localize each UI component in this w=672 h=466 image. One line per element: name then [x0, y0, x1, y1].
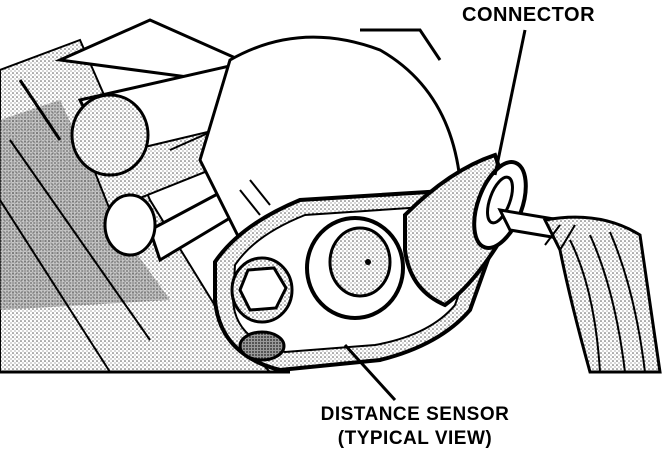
distance-sensor-label-line2: (TYPICAL VIEW): [337, 428, 493, 449]
sensor-connector: [403, 152, 573, 308]
distance-sensor-label-line1: DISTANCE SENSOR: [320, 404, 510, 425]
connector-label: CONNECTOR: [462, 4, 596, 26]
leader-lines: [343, 29, 527, 402]
distance-sensor-body: [305, 216, 405, 320]
connector-leader-line: [493, 29, 527, 176]
distance-sensor-label: DISTANCE SENSOR (TYPICAL VIEW): [280, 403, 550, 451]
mounting-bolt: [230, 256, 294, 362]
wiring-harness: [542, 215, 662, 374]
sensor-leader-line: [343, 343, 397, 402]
